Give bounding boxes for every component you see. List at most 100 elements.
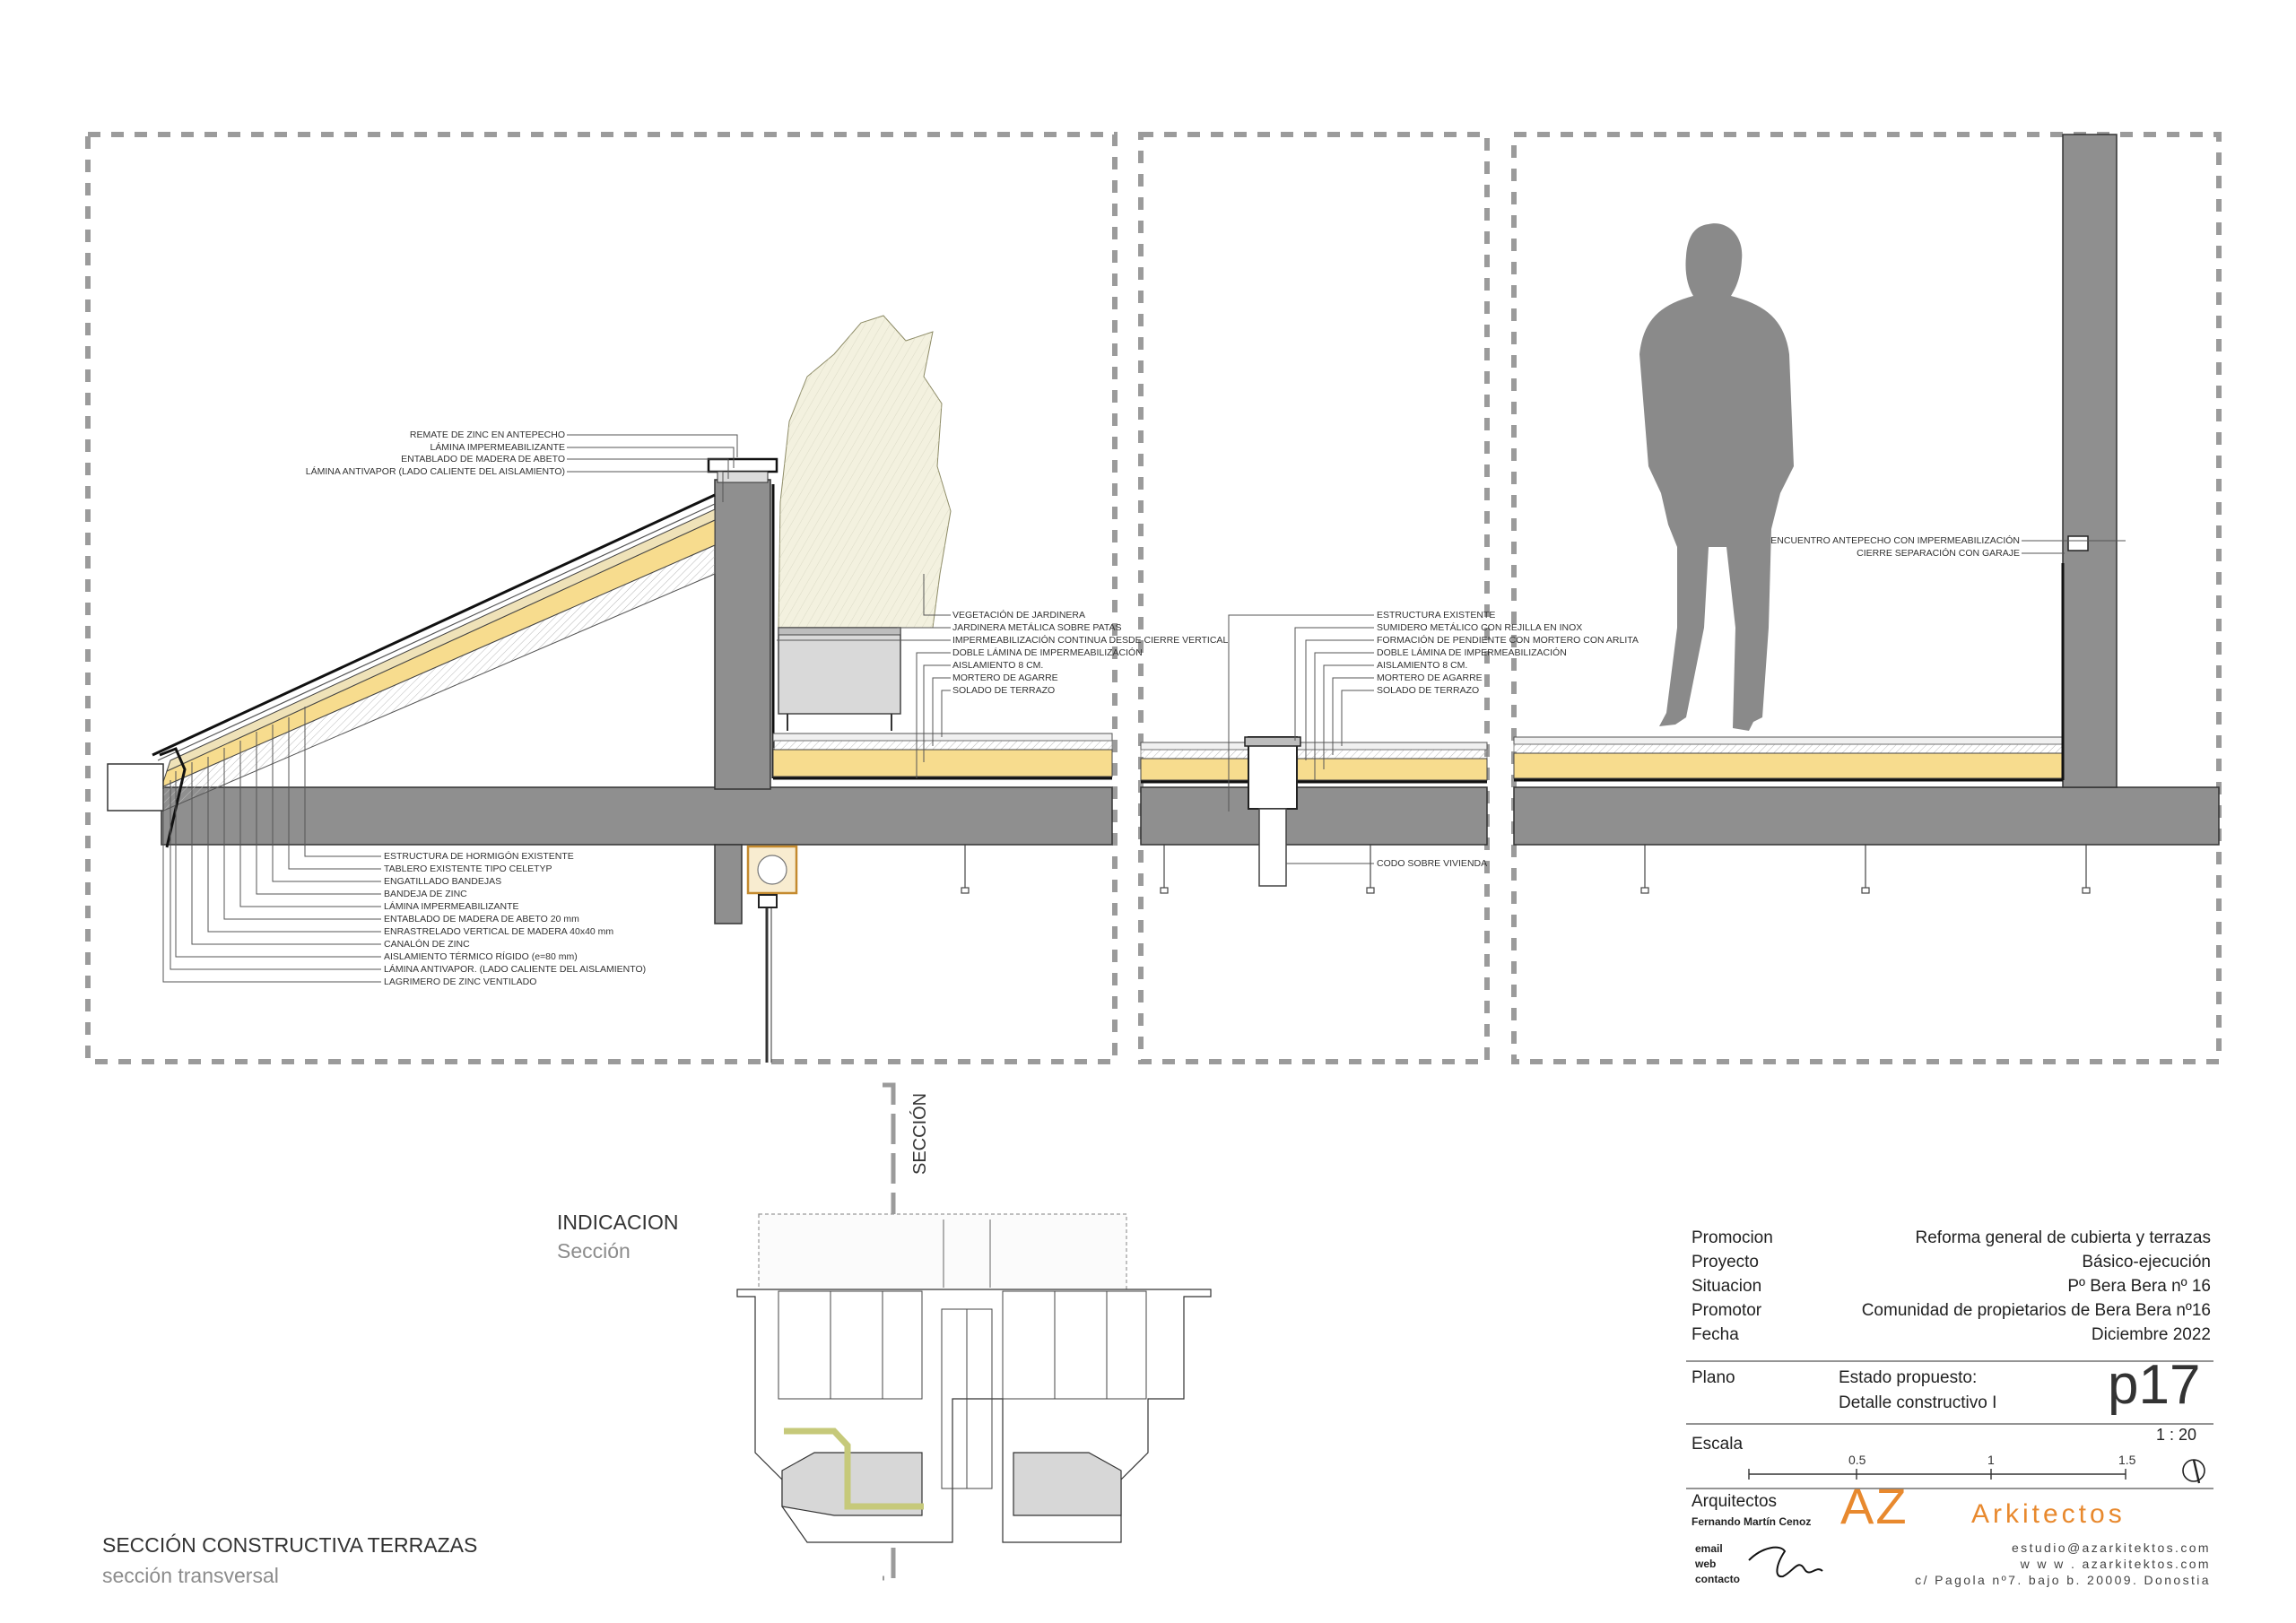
frame-roof-detail — [85, 132, 1118, 1064]
wall-labels: ENCUENTRO ANTEPECHO CON IMPERMEABILIZACI… — [1770, 534, 2020, 559]
plano-line2: Detalle constructivo I — [1839, 1393, 1997, 1412]
planter-label: AISLAMIENTO 8 CM. — [952, 660, 1043, 671]
roof-boarding — [166, 508, 716, 772]
roof-label: ENRASTRELADO VERTICAL DE MADERA 40x40 mm — [384, 926, 613, 937]
parapet-joint — [2067, 535, 2089, 551]
drain-label: AISLAMIENTO 8 CM. — [1377, 660, 1467, 671]
contact-key-contacto: contacto — [1695, 1573, 1741, 1585]
fecha-value: Diciembre 2022 — [2091, 1325, 2211, 1344]
drain-label: SOLADO DE TERRAZO — [1377, 685, 1479, 696]
terrace-tiles — [772, 733, 1113, 742]
roof-bottom-leaders — [162, 707, 381, 983]
planter-label: MORTERO DE AGARRE — [952, 673, 1058, 683]
terrace-mortar — [1140, 749, 1488, 759]
situacion-key: Situacion — [1692, 1277, 1762, 1296]
concrete-slab — [1140, 786, 1488, 846]
roof-zinc-inner — [157, 503, 716, 761]
arquitectos-key: Arquitectos — [1692, 1492, 1778, 1511]
ceiling-hangers — [1640, 845, 2091, 894]
roof-label: REMATE DE ZINC EN ANTEPECHO — [410, 430, 565, 440]
terrace-mortar — [772, 740, 1113, 751]
architect-name: Fernando Martín Cenoz — [1692, 1515, 1812, 1528]
terrace-insulation — [1140, 758, 1488, 781]
roof-label: CANALÓN DE ZINC — [384, 938, 470, 950]
roof-top-leaders — [567, 434, 738, 502]
promocion-key: Promocion — [1692, 1228, 1773, 1247]
concrete-slab — [1513, 786, 2220, 846]
drain-grille — [1244, 736, 1301, 747]
roof-label: ENTABLADO DE MADERA DE ABETO — [401, 454, 565, 464]
proyecto-key: Proyecto — [1692, 1253, 1759, 1271]
roof-label: LÁMINA IMPERMEABILIZANTE — [430, 441, 565, 453]
roof-hatched-board — [161, 544, 716, 812]
ceiling-hangers — [961, 845, 970, 894]
roof-label: BANDEJA DE ZINC — [384, 889, 467, 899]
metal-planter — [778, 627, 901, 715]
roof-label: ENTABLADO DE MADERA DE ABETO 20 mm — [384, 914, 579, 924]
logo-name: Arkitectos — [1971, 1499, 2126, 1529]
sheet-number: p17 — [2108, 1354, 2201, 1416]
scale-tick-label: 1.5 — [2118, 1453, 2136, 1467]
roof-label: ESTRUCTURA DE HORMIGÓN EXISTENTE — [384, 850, 574, 862]
lower-wall — [714, 844, 743, 924]
promocion-value: Reforma general de cubierta y terrazas — [1915, 1228, 2212, 1247]
terrace-insulation — [772, 749, 1113, 777]
indicacion-subtitle: Sección — [557, 1239, 631, 1263]
scale-bar — [1748, 1469, 2126, 1480]
detail-frames — [85, 132, 2222, 1064]
planter-labels: VEGETACIÓN DE JARDINERA JARDINERA METÁLI… — [952, 609, 1228, 696]
gutter-block — [107, 763, 164, 812]
drawing-subtitle: sección transversal — [102, 1564, 279, 1587]
wall-label: CIERRE SEPARACIÓN CON GARAJE — [1857, 547, 2020, 559]
scale-tick-label: 0.5 — [1848, 1453, 1866, 1467]
ceiling-hangers — [1160, 845, 1375, 894]
roof-label: LÁMINA ANTIVAPOR. (LADO CALIENTE DEL AIS… — [384, 963, 646, 975]
roof-label: LÁMINA IMPERMEABILIZANTE — [384, 900, 519, 912]
contact-key-email: email — [1695, 1542, 1723, 1555]
drain-label: FORMACIÓN DE PENDIENTE CON MORTERO CON A… — [1377, 634, 1639, 646]
roof-bottom-labels: ESTRUCTURA DE HORMIGÓN EXISTENTE TABLERO… — [384, 850, 646, 987]
section-marker-label: SECCIÓN — [909, 1093, 930, 1175]
web-link[interactable]: w w w . azarkitektos.com — [2020, 1557, 2211, 1571]
planter-leaders — [777, 574, 951, 778]
drain-label: SUMIDERO METÁLICO CON REJILLA EN INOX — [1377, 621, 1582, 633]
terrace-insulation — [1513, 752, 2064, 779]
plan-key-drawing — [736, 1213, 1212, 1543]
proyecto-value: Básico-ejecución — [2082, 1253, 2211, 1271]
roof-top-labels: REMATE DE ZINC EN ANTEPECHO LÁMINA IMPER… — [306, 430, 565, 477]
drawing-title: SECCIÓN CONSTRUCTIVA TERRAZAS — [102, 1533, 478, 1557]
concrete-slab — [161, 786, 1113, 846]
frame-drain-detail — [1138, 132, 1490, 1064]
human-figure — [1639, 223, 1794, 731]
planter-label: VEGETACIÓN DE JARDINERA — [952, 609, 1085, 621]
drain-labels: ESTRUCTURA EXISTENTE SUMIDERO METÁLICO C… — [1377, 610, 1639, 869]
email-link[interactable]: estudio@azarkitektos.com — [2012, 1541, 2211, 1555]
parapet-cap-block — [717, 471, 769, 483]
promotor-value: Comunidad de propietarios de Bera Bera n… — [1861, 1301, 2211, 1320]
drain-label: CODO SOBRE VIVIENDA — [1377, 858, 1487, 869]
window-frame — [746, 845, 798, 895]
roof-label: LÁMINA ANTIVAPOR (LADO CALIENTE DEL AISL… — [306, 465, 565, 477]
title-block-lines — [1686, 1360, 2213, 1489]
parapet-wall — [714, 479, 771, 790]
scale-value: 1 : 20 — [2156, 1426, 2197, 1444]
roof-label: AISLAMIENTO TÉRMICO RÍGIDO (e=80 mm) — [384, 950, 578, 962]
address-text: c/ Pagola nº7. bajo b. 20009. Donostia — [1915, 1573, 2211, 1587]
north-arrow-icon — [2182, 1459, 2205, 1484]
drain-elbow — [1258, 808, 1287, 887]
architect-signature — [1748, 1546, 1823, 1578]
garage-wall — [2062, 134, 2118, 788]
plan-terrace-highlight — [784, 1428, 924, 1510]
drain-leaders — [1228, 614, 1374, 864]
drain-label: MORTERO DE AGARRE — [1377, 673, 1483, 683]
fecha-key: Fecha — [1692, 1325, 1739, 1344]
planter-label: IMPERMEABILIZACIÓN CONTINUA DESDE CIERRE… — [952, 634, 1228, 646]
roof-label: ENGATILLADO BANDEJAS — [384, 876, 501, 887]
logo-az: AZ — [1840, 1478, 1909, 1534]
planter-label: JARDINERA METÁLICA SOBRE PATAS — [952, 621, 1121, 633]
wall-detail — [1513, 134, 2220, 894]
plano-key: Plano — [1692, 1368, 1735, 1387]
drain-detail — [1140, 614, 1488, 894]
roof-label: LAGRIMERO DE ZINC VENTILADO — [384, 976, 536, 987]
